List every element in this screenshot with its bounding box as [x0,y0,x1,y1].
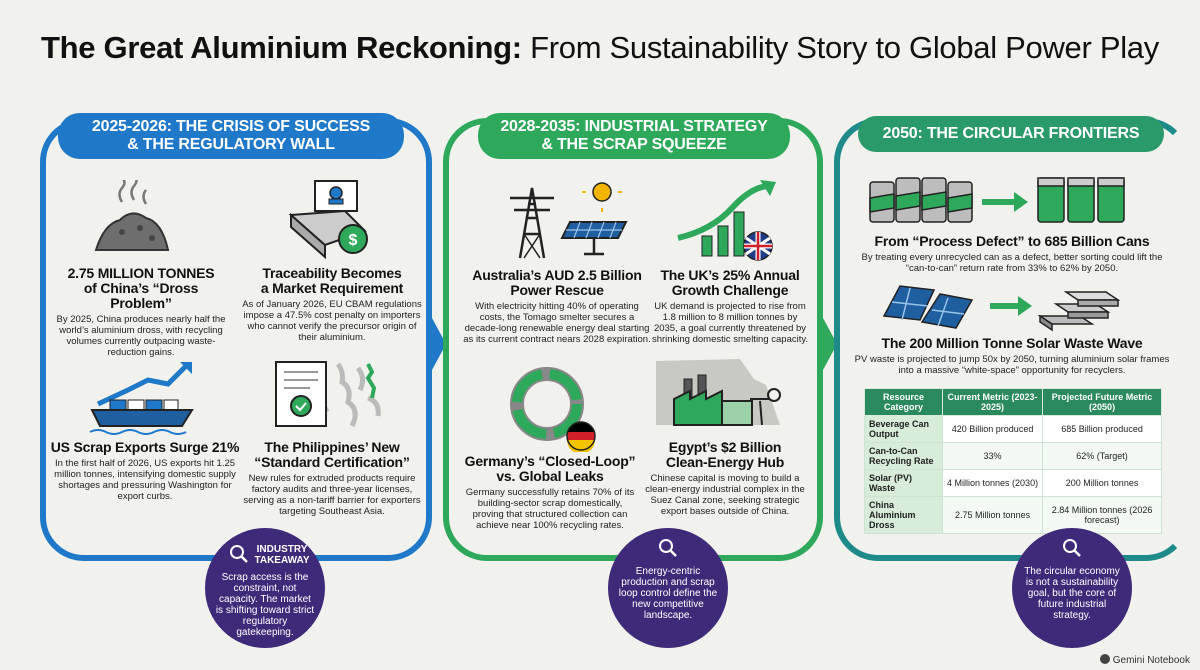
table-cell: 2.75 Million tonnes [941,496,1044,534]
svg-text:$: $ [349,232,358,249]
table-cell: 685 Billion produced [1042,415,1162,443]
panel-header-2028: 2028-2035: INDUSTRIAL STRATEGY & THE SCR… [478,113,790,159]
item-title: Egypt’s $2 Billion [668,439,782,455]
arrow-connector-2 [823,318,837,370]
table-header-cell: Current Metric (2023-2025) [941,388,1044,416]
table-row: Beverage Can Output 420 Billion produced… [864,415,1162,443]
item-title: of China’s “Dross Problem” [83,280,199,311]
page-title-bold: The Great Aluminium Reckoning: [41,30,522,65]
takeaway-circle-2: Energy-centric production and scrap loop… [608,528,728,648]
table-cell: Solar (PV) Waste [864,469,943,497]
takeaway-title: INDUSTRY TAKEAWAY [254,544,310,566]
item-title: Clean-Energy Hub [665,454,785,470]
magnifier-icon [1063,539,1081,557]
certified-metal-icon: $ [288,180,368,260]
panel-header-line: 2028-2035: INDUSTRIAL STRATEGY [500,118,768,135]
solar-to-ingots-icon [882,285,1121,332]
footer-brand: Gemini Notebook [1099,654,1190,666]
arrow-connector-1 [432,318,446,370]
item-text: Chinese capital is moving to build a cle… [645,473,805,517]
item-title: From “Process Defect” to 685 Billion Can… [874,233,1150,249]
page-title-rest: From Sustainability Story to Global Powe… [530,30,1159,65]
item-685-billion-cans: From “Process Defect” to 685 Billion Can… [852,233,1172,275]
certificate-map-icon [275,361,381,428]
item-text: By treating every unrecycled can as a de… [861,252,1163,274]
takeaway-text: Energy-centric production and scrap loop… [618,566,718,621]
item-title: The Philippines’ New [264,439,400,455]
panel-header-line: 2025-2026: THE CRISIS OF SUCCESS [91,118,371,135]
table-cell: 33% [941,442,1044,470]
page-title: The Great Aluminium Reckoning: From Sust… [0,30,1200,66]
egypt-factory-icon [656,359,781,426]
power-tower-solar-icon [510,182,628,259]
cans-recycling-icon [869,177,1125,223]
metrics-table: Resource Category Current Metric (2023-2… [864,388,1162,534]
item-title: Traceability Becomes [262,265,402,281]
item-text: With electricity hitting 40% of operatin… [463,301,651,345]
table-cell: China Aluminium Dross [864,496,943,534]
table-header-row: Resource Category Current Metric (2023-2… [864,388,1162,416]
takeaway-circle-1: INDUSTRY TAKEAWAY Scrap access is the co… [205,528,325,648]
table-cell: 200 Million tonnes [1042,469,1162,497]
item-title: The UK’s 25% Annual [660,267,800,283]
table-cell: Beverage Can Output [864,415,943,443]
table-row: China Aluminium Dross 2.75 Million tonne… [864,496,1162,534]
takeaway-circle-3: The circular economy is not a sustainabi… [1012,528,1132,648]
brand-logo-icon [1099,654,1110,664]
item-title: “Standard Certification” [254,454,410,470]
table-cell: 4 Million tonnes (2030) [941,469,1044,497]
item-text: As of January 2026, EU CBAM regulations … [242,299,422,343]
item-text: By 2025, China produces nearly half the … [56,314,226,358]
item-text: PV waste is projected to jump 50x by 205… [854,354,1170,376]
item-title: 2.75 MILLION TONNES [67,265,215,281]
table-cell: 420 Billion produced [941,415,1044,443]
magnifier-icon [659,539,677,557]
item-title: vs. Global Leaks [496,468,604,484]
panel-header-line: & THE SCRAP SQUEEZE [541,136,727,153]
dross-pile-icon [94,180,170,251]
closed-loop-germany-icon [510,367,596,452]
item-title: US Scrap Exports Surge 21% [50,439,240,455]
item-text: Germany successfully retains 70% of its … [465,487,635,531]
magnifier-icon [230,545,248,563]
panel-header-2025: 2025-2026: THE CRISIS OF SUCCESS & THE R… [58,113,404,159]
panel-header-2050: 2050: THE CIRCULAR FRONTIERS [858,116,1164,152]
table-row: Can-to-Can Recycling Rate 33% 62% (Targe… [864,442,1162,470]
table-row: Solar (PV) Waste 4 Million tonnes (2030)… [864,469,1162,497]
table-cell: 62% (Target) [1042,442,1162,470]
panel-header-line: & THE REGULATORY WALL [127,136,335,153]
item-philippines-certification: The Philippines’ New“Standard Certificat… [236,439,428,518]
table-header-cell: Resource Category [864,388,943,416]
item-title: a Market Requirement [260,280,404,296]
uk-growth-chart-icon [677,180,776,261]
table-header-cell: Projected Future Metric (2050) [1042,388,1162,416]
item-title: Germany’s “Closed-Loop” [464,453,636,469]
panel-header-line: 2050: THE CIRCULAR FRONTIERS [882,125,1140,142]
takeaway-text: Scrap access is the constraint, not capa… [215,572,315,638]
item-us-scrap-exports: US Scrap Exports Surge 21% In the first … [50,439,240,503]
item-title: Australia’s AUD 2.5 Billion [472,267,642,283]
table-cell: Can-to-Can Recycling Rate [864,442,943,470]
item-text: In the first half of 2026, US exports hi… [54,458,236,502]
cargo-ship-growth-icon [89,362,194,435]
table-cell: 2.84 Million tonnes (2026 forecast) [1042,496,1162,534]
item-title: Power Rescue [510,282,604,298]
item-title: Growth Challenge [671,282,789,298]
item-germany-closed-loop: Germany’s “Closed-Loop”vs. Global Leaks … [462,453,638,532]
item-title: The 200 Million Tonne Solar Waste Wave [881,335,1143,351]
footer-brand-text: Gemini Notebook [1112,655,1190,666]
item-text: UK demand is projected to rise from 1.8 … [651,301,809,345]
item-text: New rules for extruded products require … [243,473,421,517]
item-solar-waste-wave: The 200 Million Tonne Solar Waste Wave P… [852,335,1172,377]
takeaway-text: The circular economy is not a sustainabi… [1024,566,1120,621]
